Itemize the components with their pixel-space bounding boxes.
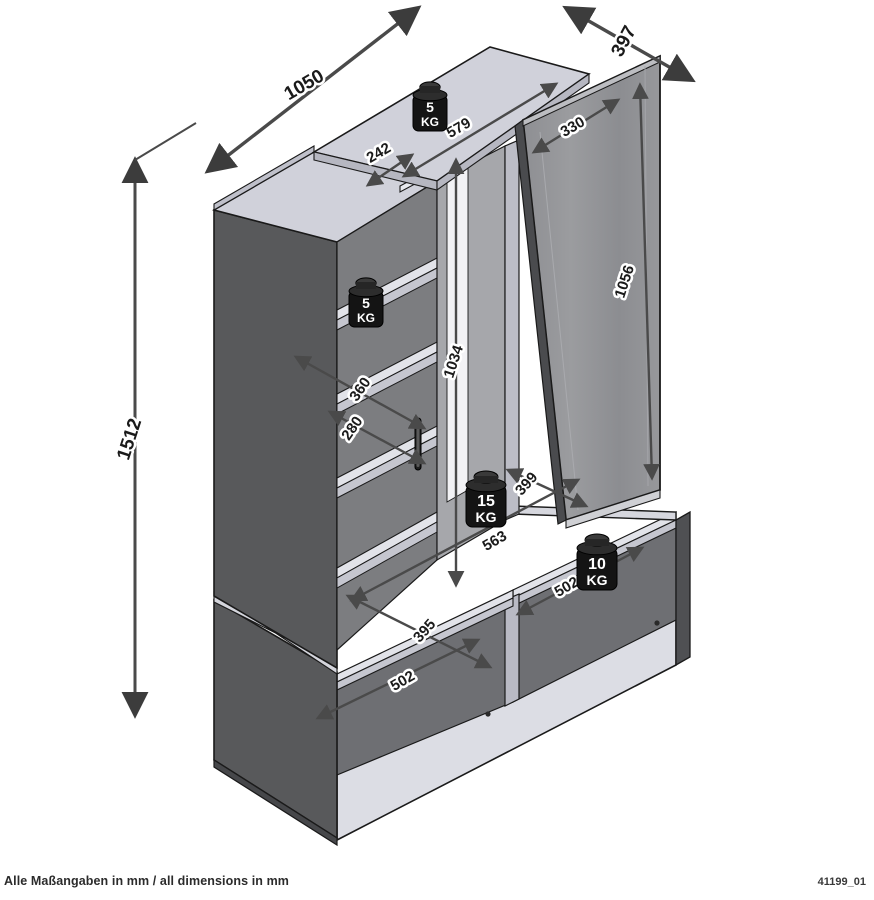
- units-note: Alle Maßangaben in mm / all dimensions i…: [4, 874, 290, 888]
- dimension-value: 1050: [281, 66, 328, 105]
- weight-unit: KG: [421, 115, 439, 129]
- weight-unit: KG: [357, 311, 375, 325]
- weight-icon-weight-upper-shelf: 5KG: [348, 277, 384, 328]
- weight-unit: KG: [476, 509, 497, 525]
- weight-icon-weight-top-panel: 5KG: [412, 81, 448, 132]
- dimension-lines: [121, 5, 696, 720]
- weight-value: 5: [362, 295, 370, 311]
- weight-value: 15: [477, 493, 495, 510]
- dimension-value: 397: [607, 22, 640, 60]
- furniture-illustration: [212, 46, 691, 847]
- weight-value: 5: [426, 99, 434, 115]
- dimension-value: 1512: [113, 416, 146, 463]
- mirror-door: [514, 54, 661, 529]
- weight-unit: KG: [587, 572, 608, 588]
- product-code: 41199_01: [817, 876, 866, 888]
- weight-value: 10: [588, 556, 606, 573]
- left-tall-door: [212, 145, 439, 847]
